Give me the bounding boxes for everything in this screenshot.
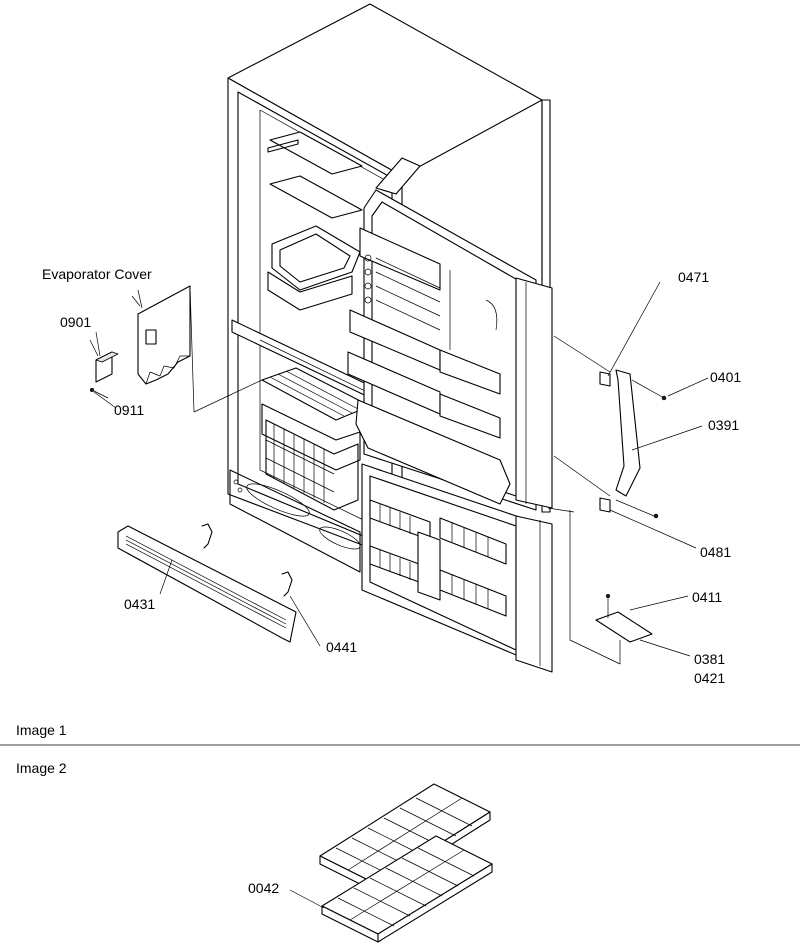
label-0481: 0481: [700, 544, 731, 560]
label-0042: 0042: [248, 880, 279, 896]
freezer-baskets: [261, 367, 371, 511]
leader-lines: [93, 281, 709, 657]
freezer-door: [361, 463, 553, 673]
image-1-drawing: Evaporator Cover 0901 0911 0471 0401 039…: [42, 3, 741, 686]
fresh-food-door: [347, 157, 553, 511]
label-0411: 0411: [692, 589, 722, 605]
label-0901: 0901: [60, 314, 91, 330]
bottom-hinge-bracket: [595, 594, 653, 664]
label-0421: 0421: [694, 670, 725, 686]
image-1-caption: Image 1: [16, 722, 67, 738]
evaporator-cover-part: [89, 285, 263, 413]
image-2-caption: Image 2: [16, 760, 67, 776]
label-0471: 0471: [678, 269, 709, 285]
toe-grille: [117, 523, 297, 643]
fresh-food-shelves: [267, 131, 363, 311]
label-0401: 0401: [710, 369, 741, 385]
label-0381: 0381: [694, 651, 725, 667]
label-0441: 0441: [326, 639, 357, 655]
label-0391: 0391: [708, 417, 739, 433]
label-0431: 0431: [124, 596, 155, 612]
ice-tray-lower: [321, 835, 493, 943]
label-0911: 0911: [114, 402, 144, 418]
label-evaporator-cover: Evaporator Cover: [42, 266, 152, 282]
door-hinge-assembly: [547, 335, 667, 665]
image-2-drawing: 0042: [248, 783, 493, 943]
